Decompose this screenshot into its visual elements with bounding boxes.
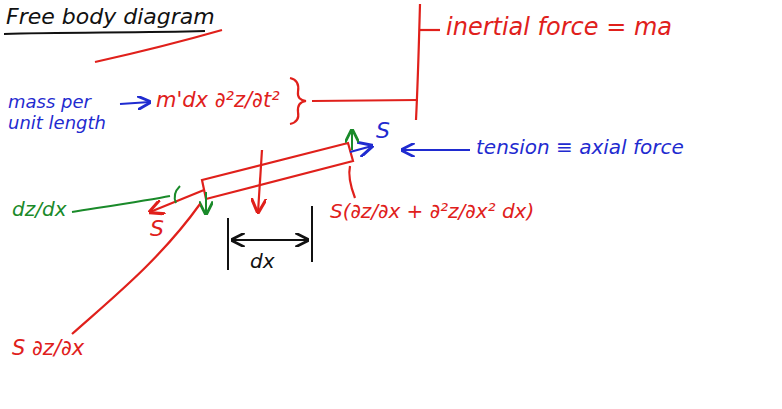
leader-line <box>72 196 170 212</box>
heading: Free body diagram <box>6 4 215 29</box>
dimension-arrow <box>232 239 308 241</box>
leader-line <box>349 166 355 198</box>
note: mass per unit length <box>8 92 120 133</box>
leader-line <box>420 29 440 31</box>
pointer-arrow <box>402 149 470 151</box>
force-label: S <box>150 216 164 241</box>
angle-arc <box>175 186 180 203</box>
leader-line <box>312 100 418 101</box>
component-arrow <box>351 130 353 150</box>
note: inertial force = ma <box>446 14 672 42</box>
pointer-arrow <box>120 102 150 104</box>
force-label: S(∂z/∂x + ∂²z/∂x² dx) <box>330 200 534 223</box>
string-element <box>202 143 353 199</box>
leader-line <box>416 4 420 120</box>
force-label: S ∂z/∂x <box>12 336 84 360</box>
dimension-tick <box>227 218 229 270</box>
note: tension ≡ axial force <box>476 136 684 159</box>
force-arrow <box>350 146 372 152</box>
dimension-tick <box>311 206 313 262</box>
leader-line <box>72 204 200 334</box>
formula-label: m'dx ∂²z/∂t² <box>156 88 280 112</box>
component-arrow <box>205 192 207 214</box>
angle-label: dz/dx <box>12 198 66 221</box>
title-underline <box>4 31 205 34</box>
dimension-label: dx <box>250 250 275 273</box>
force-arrow <box>258 150 262 212</box>
strike-mark <box>95 30 222 62</box>
force-label: S <box>376 118 390 143</box>
brace <box>290 78 306 124</box>
